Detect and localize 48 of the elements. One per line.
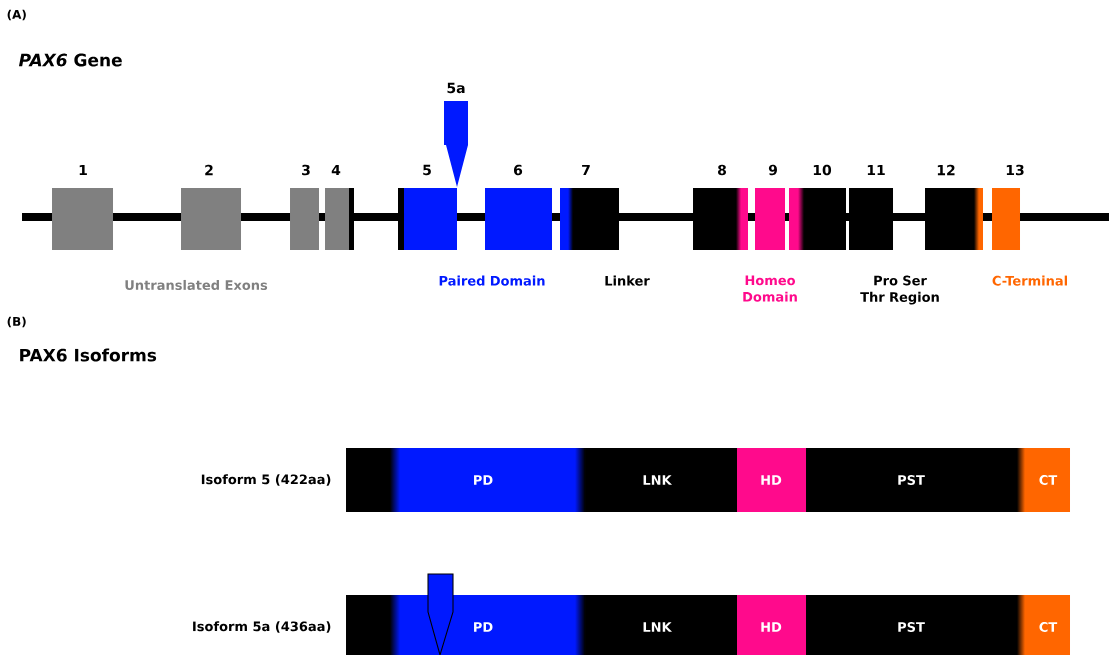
domain-label: C-Terminal xyxy=(992,275,1067,286)
domain-segment: HD xyxy=(737,595,806,655)
domain-segment: LNK xyxy=(585,448,737,512)
domain-label: Homeo Domain xyxy=(743,275,797,302)
panel-title: PAX6 Gene xyxy=(18,53,122,67)
node-label: 3 xyxy=(302,164,310,176)
panel-title: PAX6 Isoforms xyxy=(20,348,157,362)
node-label: 8 xyxy=(718,164,726,176)
domain-segment: PD xyxy=(346,448,585,512)
exon-box: 10 xyxy=(789,164,846,250)
exon-box: 12 xyxy=(925,164,983,250)
exon-box: 7 xyxy=(560,164,619,250)
node-label: 12 xyxy=(937,164,955,176)
panel-letter: (B) xyxy=(7,316,26,328)
exon-box: 3 xyxy=(290,164,319,250)
domain-label: Pro Ser Thr Region xyxy=(860,275,939,305)
exon-box: 2 xyxy=(181,164,241,250)
exon-box: 13 xyxy=(992,164,1024,250)
node-label: 5 xyxy=(423,164,431,176)
exon-box: 11 xyxy=(849,164,893,250)
exon-box: 9 xyxy=(755,164,785,250)
isoform-label: Isoform 5 (422aa) xyxy=(201,474,331,486)
node-label: 1 xyxy=(79,164,87,176)
domain-label: Linker xyxy=(605,275,650,286)
domain-segment: LNK xyxy=(585,595,737,655)
panel-letter: (A) xyxy=(7,9,26,21)
node-label: 2 xyxy=(205,164,213,176)
domain-label: Paired Domain xyxy=(439,275,545,286)
node-label: 11 xyxy=(867,164,885,176)
node-label: 6 xyxy=(514,164,523,176)
domain-segment: CT xyxy=(1017,448,1070,512)
node-label: 10 xyxy=(813,164,832,176)
isoform-label: Isoform 5a (436aa) xyxy=(193,621,331,633)
domain-segment: PST xyxy=(806,448,1017,512)
node-label: 9 xyxy=(768,164,777,176)
node-label: 4 xyxy=(331,164,341,176)
exon-box: 5 xyxy=(398,164,457,250)
exon-box: 1 xyxy=(52,164,113,250)
domain-label: Untranslated Exons xyxy=(125,279,268,291)
node-label: 7 xyxy=(582,164,590,176)
node-label: 13 xyxy=(1006,164,1024,176)
domain-segment: CT xyxy=(1017,595,1070,655)
domain-segment: PST xyxy=(806,595,1017,655)
domain-segment: PD xyxy=(346,595,585,655)
exon-box: 8 xyxy=(693,164,748,250)
exon-box: 4 xyxy=(325,164,354,250)
exon-box: 6 xyxy=(485,164,552,250)
domain-segment: HD xyxy=(737,448,806,512)
